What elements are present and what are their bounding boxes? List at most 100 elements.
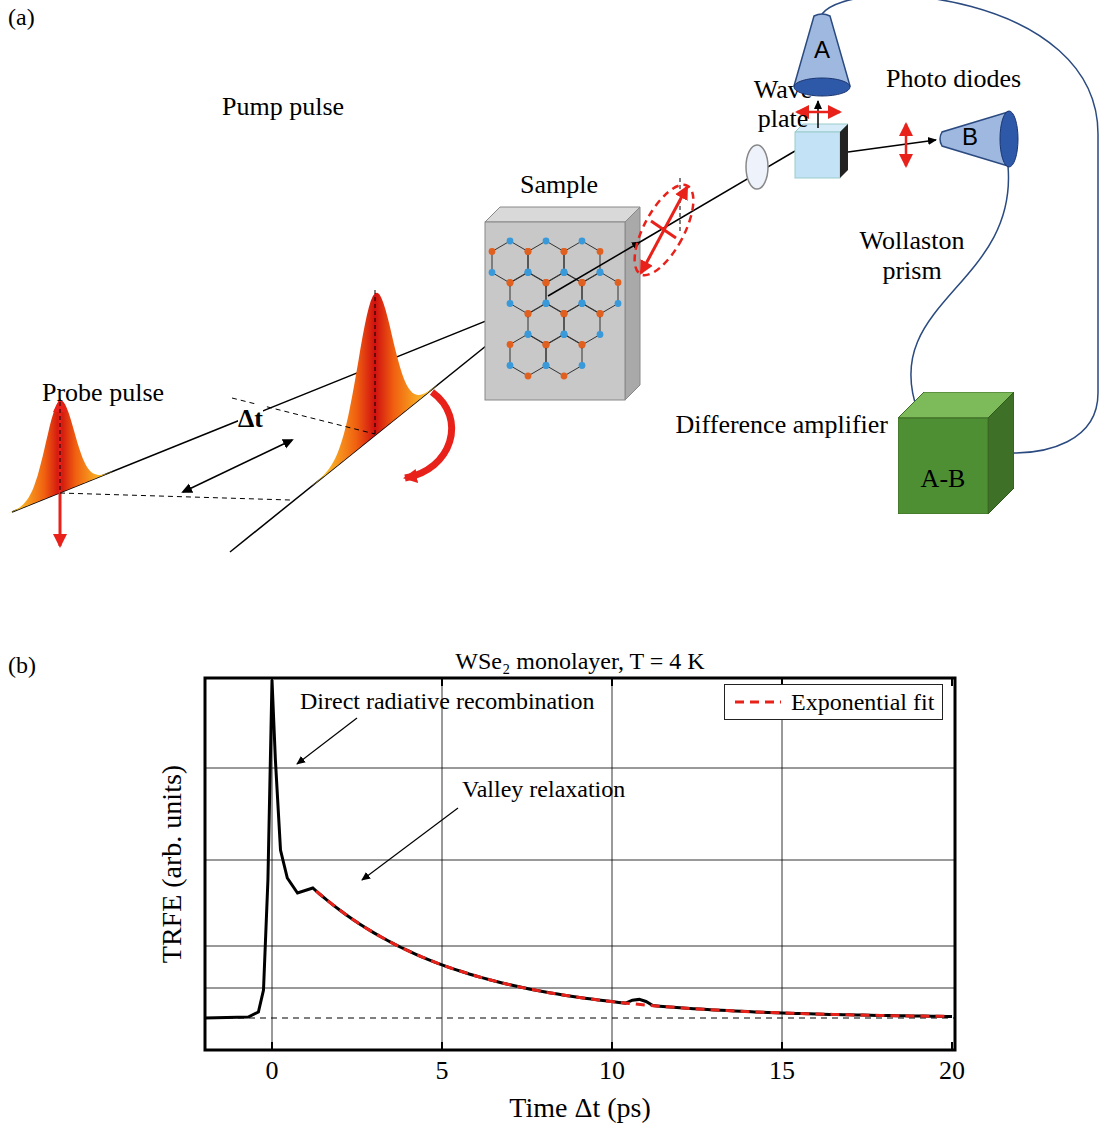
lattice-atom [507, 279, 514, 286]
text-label: Photo diodes [886, 64, 1021, 94]
grid-line [205, 946, 955, 947]
text-label: Time Δt (ps) [509, 1092, 650, 1124]
diode-letter: A [792, 36, 852, 64]
minor-axis [651, 221, 676, 238]
prism-face [795, 132, 840, 178]
text-label: 10 [599, 1056, 625, 1086]
tick [781, 1042, 783, 1050]
lattice-atom [507, 300, 514, 307]
text-label: 20 [939, 1056, 965, 1086]
lattice-atom [525, 311, 532, 318]
rotated-polarization [641, 187, 687, 273]
lattice-atom [615, 279, 622, 286]
text-label: Wollaston prism [852, 226, 972, 286]
lattice-atom [507, 238, 514, 245]
lattice-cell [510, 272, 546, 314]
delay-marker [60, 493, 290, 500]
lattice-atom [543, 279, 550, 286]
lattice-cell [492, 241, 528, 283]
lattice-atom [525, 248, 532, 255]
amp-front [898, 418, 988, 514]
grid-line [442, 678, 443, 1050]
lattice-atom [561, 269, 568, 276]
probe-polarization [59, 400, 62, 546]
lattice-atom [561, 331, 568, 338]
lattice-atom [543, 238, 550, 245]
sample-top [485, 207, 640, 222]
sample-side [625, 207, 640, 400]
lattice-cell [528, 241, 564, 283]
lattice-atom [525, 269, 532, 276]
lattice-atom [543, 342, 550, 349]
signal-wire [911, 166, 1009, 412]
lattice-cell [582, 272, 618, 314]
text-label: Pump pulse [222, 92, 344, 122]
legend-sample [733, 697, 783, 707]
lattice-atom [579, 280, 586, 287]
lattice-atom [561, 373, 568, 380]
tick [271, 678, 273, 686]
lattice-atom [561, 248, 568, 255]
lattice-atom [561, 331, 568, 338]
legend-line [735, 701, 781, 704]
lattice-atom [543, 280, 550, 287]
lattice-atom [579, 279, 586, 286]
lattice-atom [597, 331, 604, 338]
pulse-axis [375, 290, 376, 434]
tick [611, 1042, 613, 1050]
text-label: TRFE (arb. units) [156, 765, 188, 963]
node-heading: Difference amplifier [676, 410, 888, 440]
lattice-atom [543, 300, 550, 307]
trfe-plot [205, 678, 955, 1050]
baseline [205, 1018, 955, 1019]
grid-line [612, 678, 613, 1050]
diode-letter: B [962, 123, 978, 151]
delay-arrow [183, 440, 292, 492]
fit-curve [316, 891, 948, 1016]
lattice-atom [543, 300, 550, 307]
prism-side [840, 124, 848, 178]
amplifier-box: Difference amplifierA-B [898, 392, 1014, 514]
lattice-cell [546, 334, 582, 376]
circular-polarization [405, 392, 452, 478]
photodiode: B [936, 108, 1020, 170]
lattice-cell [528, 303, 564, 345]
text-label: Probe pulse [42, 378, 164, 408]
tick [951, 678, 953, 686]
lattice-atom [507, 341, 514, 348]
legend-text: Exponential fit [791, 689, 934, 716]
split-beam [817, 101, 819, 128]
lattice-atom [525, 269, 532, 276]
text-label: 15 [769, 1056, 795, 1086]
lattice-atom [579, 342, 586, 349]
text-label: WSe₂ monolayer, T = 4 K [455, 648, 704, 676]
lattice-atom [597, 269, 604, 276]
lattice-atom [561, 269, 568, 276]
polarization-ellipse [623, 176, 705, 283]
lattice-atom [597, 310, 604, 317]
lattice-atom [561, 269, 568, 276]
lattice-atom [489, 248, 496, 255]
lattice-cell [510, 334, 546, 376]
diode-window [1000, 111, 1018, 167]
lattice-atom [489, 269, 496, 276]
lattice-atom [579, 279, 586, 286]
tick [271, 1042, 273, 1050]
lattice-atom [579, 341, 586, 348]
reflected-beam [548, 242, 640, 296]
lattice-atom [543, 362, 550, 369]
tick [951, 1042, 953, 1050]
lattice-atom [597, 311, 604, 318]
data-curve [205, 680, 952, 1018]
reflected-beam [640, 151, 795, 242]
lattice-cell [546, 272, 582, 314]
text-label: 0 [266, 1056, 279, 1086]
tick [611, 678, 613, 686]
lattice-atom [561, 311, 568, 318]
diode-body [940, 112, 1008, 166]
lattice-atom [525, 269, 532, 276]
grid-line [205, 768, 955, 769]
annotation-arrow [362, 808, 458, 880]
axis-ticks [272, 678, 952, 1050]
lattice-atom [543, 341, 550, 348]
